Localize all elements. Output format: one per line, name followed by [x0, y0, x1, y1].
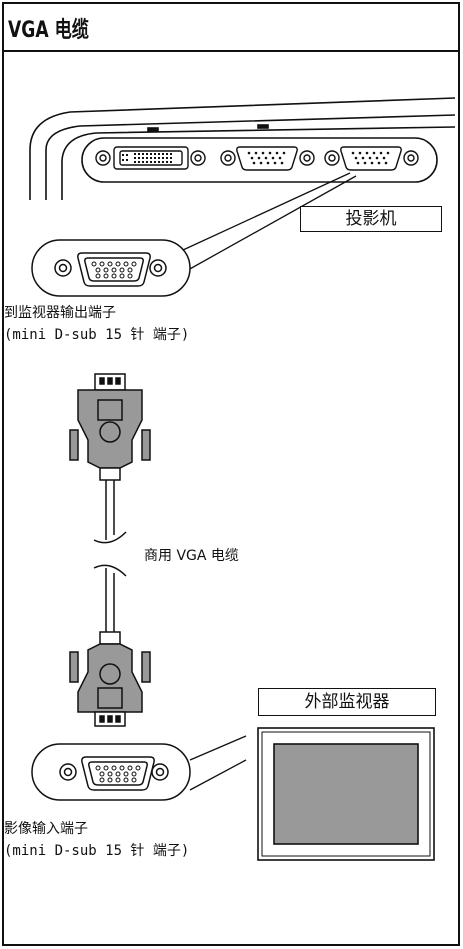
monitor-out-port-icon [324, 146, 419, 171]
dvi-port-icon [95, 146, 206, 170]
vga-cable-top-connector [69, 373, 151, 481]
zoomed-video-in-port [31, 743, 191, 801]
zoomed-monitor-out-port [31, 239, 191, 297]
title-divider [4, 50, 458, 52]
monitor-out-port-label: 到监视器输出端子 [4, 305, 116, 321]
vga-port-icon [220, 146, 315, 171]
cable-label: 商用 VGA 电缆 [144, 548, 239, 564]
page-title: VGA 电缆 [8, 18, 89, 43]
vga-cable-line [93, 480, 127, 632]
external-monitor-label: 外部监视器 [258, 688, 436, 716]
video-in-port-spec: (mini D-sub 15 针 端子) [4, 843, 190, 859]
vga-cable-bottom-connector [69, 631, 151, 727]
callout-lines [104, 172, 357, 791]
projector-label: 投影机 [300, 206, 442, 232]
monitor-out-port-spec: (mini D-sub 15 针 端子) [4, 327, 190, 343]
video-in-port-label: 影像输入端子 [4, 821, 88, 837]
external-monitor-illustration [257, 727, 435, 861]
